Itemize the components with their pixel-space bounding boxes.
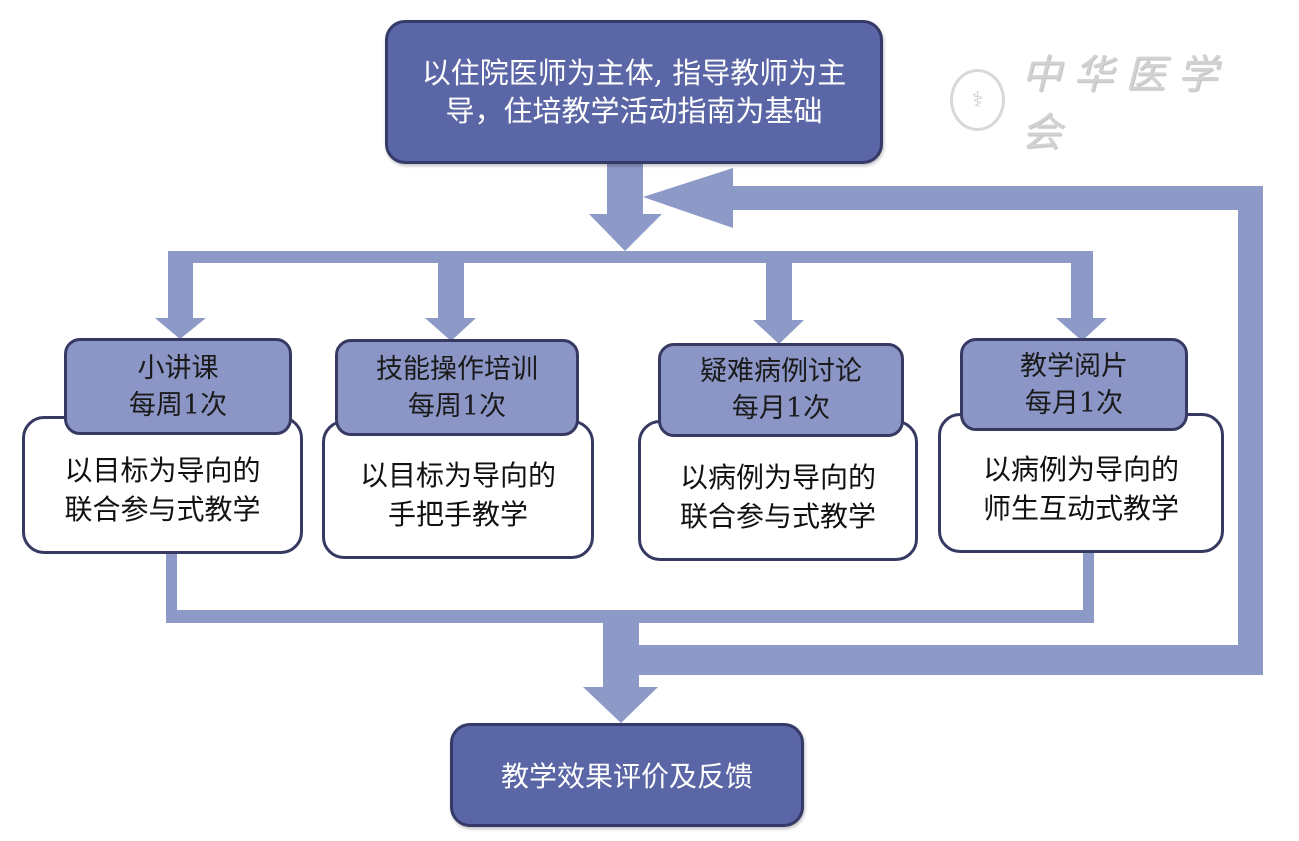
method-line-1: 以病例为导向的 [982, 453, 1179, 486]
method-line-1: 以病例为导向的 [679, 461, 876, 494]
feedback-arrowhead [643, 168, 733, 228]
activity-header-4: 教学阅片 每月1次 [960, 338, 1188, 431]
arrow-to-activity-4 [1056, 251, 1107, 341]
watermark-text: 中华医学会 [1021, 52, 1230, 156]
method-line-1: 以目标为导向的 [359, 459, 556, 492]
collection-bar [166, 610, 1094, 623]
method-line-1: 以目标为导向的 [64, 454, 261, 487]
activity-header-3: 疑难病例讨论 每月1次 [658, 343, 904, 437]
arrow-to-activity-3 [753, 251, 804, 344]
activity-method-box-4: 以病例为导向的 师生互动式教学 [938, 413, 1224, 553]
method-line-2: 联合参与式教学 [64, 493, 261, 526]
method-line-2: 师生互动式教学 [982, 492, 1179, 525]
arrow-to-activity-1 [155, 251, 206, 339]
activity-method-box-1: 以目标为导向的 联合参与式教学 [22, 416, 303, 554]
arrow-to-activity-2 [425, 251, 476, 341]
drop-line-activity-1 [166, 553, 177, 623]
arrow-top-to-distribution [589, 160, 662, 251]
guiding-principle-box: 以住院医师为主体, 指导教师为主 导，住培教学活动指南为基础 [385, 20, 883, 164]
activity-header-1: 小讲课 每周1次 [64, 338, 292, 435]
method-line-2: 手把手教学 [387, 498, 528, 531]
watermark: ⚕ 中华医学会 [950, 52, 1250, 156]
evaluation-feedback-label: 教学效果评价及反馈 [500, 760, 753, 793]
feedback-top-bar [733, 186, 1263, 210]
activity-frequency: 每月1次 [1024, 387, 1124, 419]
drop-line-activity-4 [1083, 550, 1094, 623]
activity-header-2: 技能操作培训 每周1次 [335, 339, 579, 436]
activity-frequency: 每周1次 [407, 390, 507, 422]
distribution-bar [168, 251, 1093, 263]
evaluation-feedback-box: 教学效果评价及反馈 [450, 723, 804, 827]
activity-method-box-3: 以病例为导向的 联合参与式教学 [638, 420, 918, 561]
activity-title: 教学阅片 [1020, 350, 1128, 382]
activity-frequency: 每月1次 [731, 393, 831, 424]
method-line-2: 联合参与式教学 [679, 500, 876, 533]
arrow-to-evaluation [583, 622, 658, 723]
activity-frequency: 每周1次 [128, 389, 228, 421]
feedback-vertical-bar [1238, 186, 1263, 675]
activity-title: 小讲课 [137, 352, 219, 384]
guiding-principle-line-2: 导，住培教学活动指南为基础 [445, 94, 823, 128]
activity-title: 疑难病例讨论 [700, 356, 862, 387]
activity-title: 技能操作培训 [376, 353, 538, 385]
chinese-medical-association-seal-icon: ⚕ [950, 69, 1006, 131]
activity-method-box-2: 以目标为导向的 手把手教学 [322, 420, 594, 559]
feedback-return-bar [639, 645, 1263, 675]
guiding-principle-line-1: 以住院医师为主体, 指导教师为主 [421, 56, 847, 90]
